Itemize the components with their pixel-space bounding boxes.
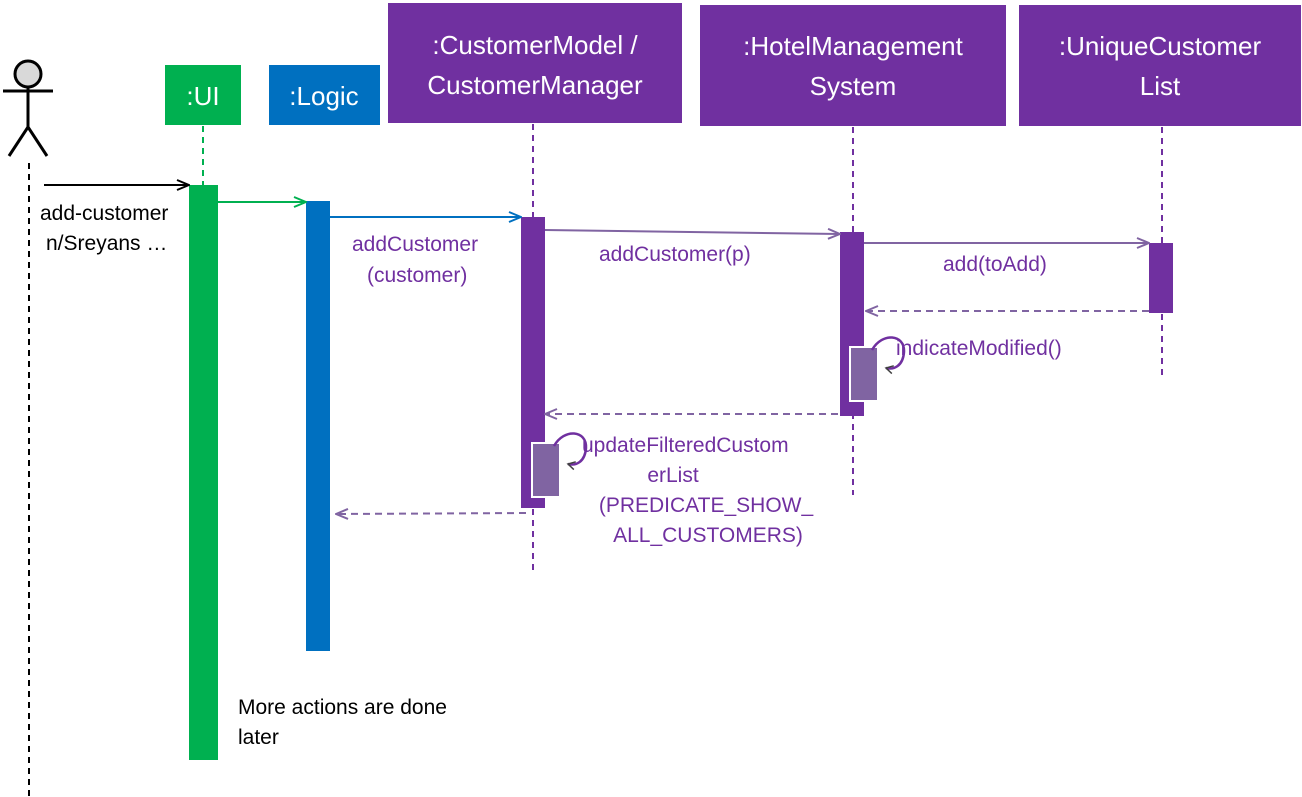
ucl-activation-bar bbox=[1149, 243, 1173, 313]
participant-ui-label: :UI bbox=[186, 81, 219, 111]
user-command-line1: add-customer bbox=[40, 202, 168, 225]
logic-to-model-label-line1: addCustomer bbox=[352, 233, 478, 256]
model-self-call-arrow bbox=[552, 432, 588, 471]
logic-to-model-label-line2: (customer) bbox=[367, 264, 467, 287]
participant-ucl-line1: :UniqueCustomer bbox=[1059, 31, 1262, 61]
model-to-hms-arrow bbox=[544, 230, 840, 234]
participant-customer-model-line1: :CustomerModel / bbox=[432, 30, 638, 60]
model-self-call-label-line2: erList bbox=[647, 464, 699, 487]
participant-logic-label: :Logic bbox=[289, 81, 358, 111]
participant-customer-model: :CustomerModel / CustomerManager bbox=[388, 3, 682, 123]
participant-ui: :UI bbox=[165, 65, 241, 125]
hms-self-call-arrow bbox=[870, 336, 906, 375]
ui-activation-bar bbox=[189, 185, 218, 760]
note-line1: More actions are done bbox=[238, 696, 447, 719]
participant-hotel-management-system: :HotelManagement System bbox=[700, 5, 1006, 126]
user-command-line2: n/Sreyans … bbox=[46, 232, 167, 255]
model-to-hms-label: addCustomer(p) bbox=[599, 243, 751, 266]
participant-hms-line2: System bbox=[810, 71, 897, 101]
participant-ucl-line2: List bbox=[1140, 71, 1181, 101]
participant-unique-customer-list: :UniqueCustomer List bbox=[1019, 5, 1301, 126]
model-self-activation-bar bbox=[531, 442, 561, 498]
model-self-call-label-line4: ALL_CUSTOMERS) bbox=[613, 524, 803, 547]
logic-activation-bar bbox=[306, 201, 330, 651]
actor-figure bbox=[3, 59, 53, 157]
hms-self-activation-bar bbox=[849, 346, 879, 402]
hms-to-ucl-label: add(toAdd) bbox=[943, 253, 1047, 276]
model-self-call-label-line1: updateFilteredCustom bbox=[582, 434, 789, 457]
participant-customer-model-line2: CustomerManager bbox=[427, 70, 643, 100]
note-line2: later bbox=[238, 726, 279, 749]
participant-logic: :Logic bbox=[269, 65, 380, 125]
participant-hms-line1: :HotelManagement bbox=[743, 31, 963, 61]
hms-self-call-label: indicateModified() bbox=[896, 337, 1062, 360]
model-return-arrow bbox=[336, 513, 527, 514]
model-self-call-label-line3: (PREDICATE_SHOW_ bbox=[599, 494, 814, 517]
